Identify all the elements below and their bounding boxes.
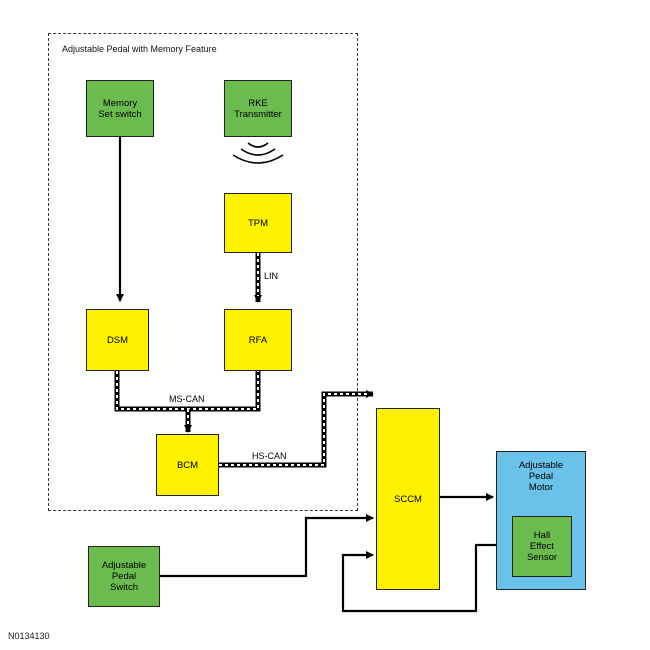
rke-signal-waves: [232, 142, 284, 164]
signal-wave-middle: [240, 148, 276, 156]
signal-wave-inner: [247, 142, 269, 148]
dsm-module: DSM: [86, 309, 149, 371]
adjustable-pedal-switch-label: Adjustable Pedal Switch: [101, 560, 147, 593]
hs-can-bus-label: HS-CAN: [251, 451, 288, 461]
memory-set-switch-label: Memory Set switch: [98, 97, 142, 120]
rke-transmitter: RKE Transmitter: [224, 80, 292, 137]
tpm-module: TPM: [224, 193, 292, 253]
adjustable-pedal-switch: Adjustable Pedal Switch: [88, 546, 160, 607]
signal-wave-outer: [232, 154, 284, 164]
memory-feature-boundary: [48, 33, 358, 511]
tpm-label: TPM: [247, 217, 269, 229]
ms-can-bus-label: MS-CAN: [168, 394, 206, 404]
rfa-module: RFA: [224, 309, 292, 371]
ms-can-bus-wire: [114, 371, 261, 433]
rke-transmitter-label: RKE Transmitter: [234, 97, 282, 120]
bcm-module: BCM: [156, 434, 219, 496]
bcm-label: BCM: [176, 459, 199, 471]
memory-feature-title: Adjustable Pedal with Memory Feature: [62, 44, 217, 54]
adjustable-pedal-motor-label: Adjustable Pedal Motor: [518, 460, 564, 493]
memory-set-switch: Memory Set switch: [86, 80, 154, 137]
lin-bus-label: LIN: [263, 271, 280, 281]
hall-effect-sensor-label: Hall Effect Sensor: [526, 530, 558, 563]
hall-sensor-to-sccm-wire: [341, 543, 512, 613]
sccm-label: SCCM: [394, 493, 422, 505]
figure-code: N0134130: [8, 631, 50, 641]
pedal-switch-to-sccm-wire: [160, 514, 374, 578]
dsm-label: DSM: [106, 334, 129, 346]
hall-effect-sensor: Hall Effect Sensor: [512, 516, 572, 577]
rfa-label: RFA: [248, 334, 268, 346]
hs-can-bus-wire: [219, 390, 374, 468]
sccm-module: SCCM: [376, 408, 440, 590]
